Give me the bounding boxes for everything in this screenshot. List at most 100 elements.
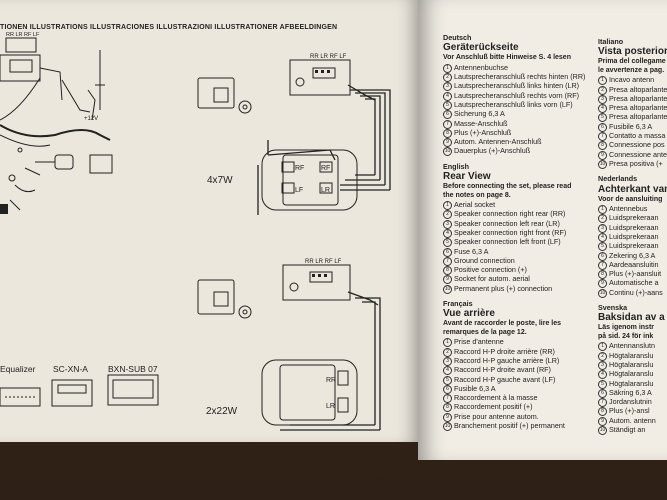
language-column-1: Deutsch Geräterückseite Vor Anschluß bit… (443, 33, 585, 431)
section-note: remarques de la page 12. (443, 328, 527, 336)
illustrations-header: TIONEN ILLUSTRATIONS ILLUSTRACIONES ILLU… (0, 24, 338, 31)
plug2-labels: RR LR RF LF (305, 259, 342, 265)
lang-heading: Svenska (598, 303, 628, 313)
config2-label: 2x22W (206, 406, 238, 417)
lang-heading: Italiano (598, 37, 624, 46)
wiring-diagram: RR LR RF LF +12V RR LR RF LF RR LR RF LF… (0, 32, 391, 431)
accessory-label: BXN-SUB 07 (108, 364, 158, 374)
amplifier-box-2 (197, 279, 235, 315)
section-title: Rear View (443, 171, 491, 183)
section-note: Voor de aansluiting (598, 195, 663, 203)
section-note: Läs igenom instr (598, 324, 655, 332)
section-title: Vue arrière (443, 308, 495, 320)
head-unit-box (0, 54, 41, 82)
plug1-labels: RR LR RF LF (310, 54, 347, 60)
speaker-label: RF (321, 165, 330, 172)
section-title: Achterkant van (598, 183, 667, 195)
speaker-label: RF (295, 165, 304, 172)
accessory-label: Equalizer (0, 364, 36, 374)
section-title: Vista posteriore (598, 46, 667, 58)
car-outline-1 (261, 149, 358, 211)
amplifier-box-1 (197, 77, 235, 109)
section-francais: Français Vue arrière Avant de raccorder … (443, 299, 585, 431)
section-note: Before connecting the set, please read (443, 183, 572, 191)
label-12v: +12V (84, 116, 98, 122)
config1-label: 4x7W (207, 175, 233, 186)
section-title: Geräterückseite (443, 42, 519, 54)
right-page: Deutsch Geräterückseite Vor Anschluß bit… (418, 0, 667, 460)
speaker-label: LR (321, 187, 330, 194)
section-title: Baksidan av a (598, 312, 665, 324)
speaker-label: LR (326, 403, 335, 410)
section-italiano: Italiano Vista posteriore Prima del coll… (598, 37, 667, 169)
sc-xn-a-box (51, 379, 93, 407)
left-page: TIONEN ILLUSTRATIONS ILLUSTRACIONES ILLU… (0, 0, 418, 442)
section-note: the notes on page 8. (443, 191, 511, 199)
bxn-sub-box (107, 374, 159, 406)
lang-heading: Nederlands (598, 174, 638, 184)
section-nederlands: Nederlands Achterkant van Voor de aanslu… (598, 174, 667, 298)
section-svenska: Svenska Baksidan av a Läs igenom instr p… (598, 303, 667, 435)
lang-heading: Français (443, 299, 473, 309)
section-english: English Rear View Before connecting the … (443, 162, 585, 294)
speaker-label: LF (295, 187, 303, 194)
speaker-label: RR (326, 377, 336, 384)
section-note: på sid. 24 för ink (598, 332, 654, 340)
car-outline-2 (261, 359, 358, 426)
